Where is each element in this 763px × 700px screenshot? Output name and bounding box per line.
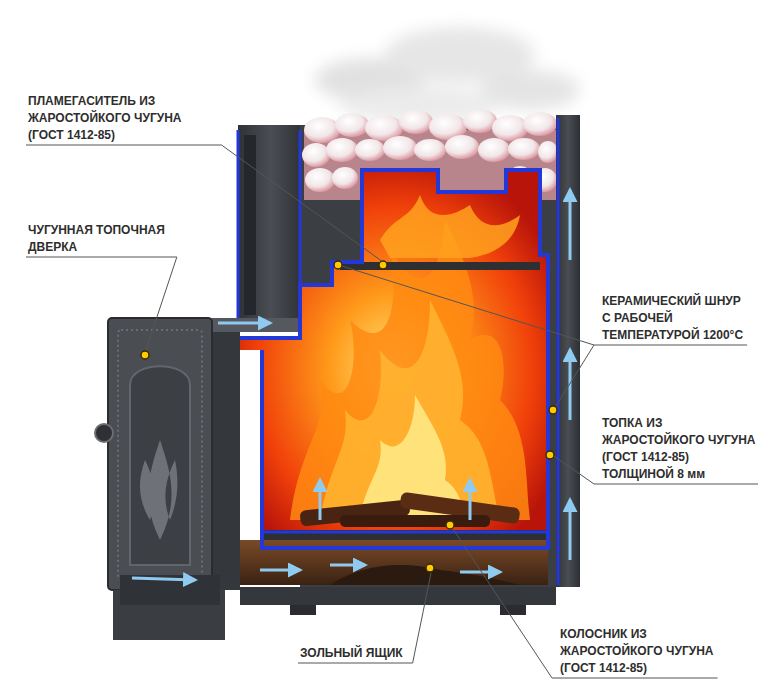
air-flow xyxy=(132,190,570,580)
callout-dots xyxy=(141,261,557,572)
callout-label: ЧУГУННАЯ ТОПОЧНАЯ ДВЕРКА xyxy=(28,222,178,256)
leader-line xyxy=(556,345,594,406)
leader-line xyxy=(222,145,383,262)
leader-line xyxy=(26,145,222,146)
callout-label: ЗОЛЬНЫЙ ЯЩИК xyxy=(300,645,420,662)
leader-line xyxy=(26,257,177,258)
leader-line xyxy=(594,345,747,346)
leader-line xyxy=(342,266,594,345)
leader-line xyxy=(413,573,431,663)
flames xyxy=(290,195,530,520)
callout-label: КОЛОСНИК ИЗ ЖАРОСТОЙКОГО ЧУГУНА (ГОСТ 14… xyxy=(560,626,736,677)
iron-outline xyxy=(240,170,548,548)
firebox xyxy=(240,170,548,532)
leader-line xyxy=(453,529,552,678)
leader-line xyxy=(594,484,758,485)
leader-line xyxy=(146,257,177,350)
callout-label: ТОПКА ИЗ ЖАРОСТОЙКОГО ЧУГУНА (ГОСТ 1412-… xyxy=(602,415,758,483)
callout-label: КЕРАМИЧЕСКИЙ ШНУР С РАБОЧЕЙ ТЕМПЕРАТУРОЙ… xyxy=(602,293,752,344)
logs xyxy=(299,492,520,527)
leader-line xyxy=(552,678,718,679)
flue-tower xyxy=(238,125,304,325)
door xyxy=(95,318,212,590)
leader-line xyxy=(554,456,594,484)
right-casing xyxy=(556,115,580,587)
steam xyxy=(315,27,580,123)
leader-line xyxy=(298,663,413,664)
callout-label: ПЛАМЕГАСИТЕЛЬ ИЗ ЖАРОСТОЙКОГО ЧУГУНА (ГО… xyxy=(28,93,208,144)
grate xyxy=(262,530,548,540)
